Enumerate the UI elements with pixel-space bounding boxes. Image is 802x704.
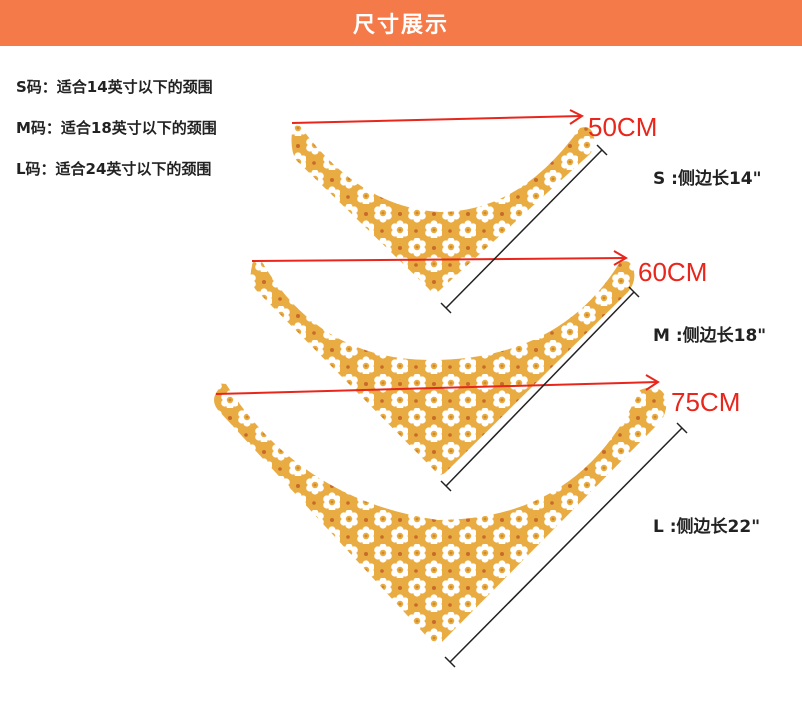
bib-small xyxy=(291,125,595,293)
fit-line-l: L码：适合24英寸以下的颈围 xyxy=(16,160,212,178)
side-measure-l xyxy=(444,422,688,668)
width-label-m: 60CM xyxy=(638,257,708,287)
width-arrow-s xyxy=(291,109,584,125)
width-arrow-l xyxy=(215,374,660,395)
bib-large xyxy=(214,383,667,645)
side-measure-m xyxy=(440,286,640,492)
page-title: 尺寸展示 xyxy=(352,13,449,38)
fit-line-m: M码：适合18英寸以下的颈围 xyxy=(16,119,217,137)
side-length-l: L :侧边长22" xyxy=(653,517,761,537)
side-length-s: S :侧边长14" xyxy=(653,169,762,189)
side-measure-s xyxy=(440,144,608,314)
fit-line-s: S码：适合14英寸以下的颈围 xyxy=(16,78,213,96)
width-arrow-m xyxy=(251,250,628,266)
side-length-m: M :侧边长18" xyxy=(653,326,767,346)
header-bar: 尺寸展示 xyxy=(0,0,802,46)
width-label-l: 75CM xyxy=(671,387,741,417)
bib-medium xyxy=(250,260,635,475)
width-label-s: 50CM xyxy=(588,112,658,142)
